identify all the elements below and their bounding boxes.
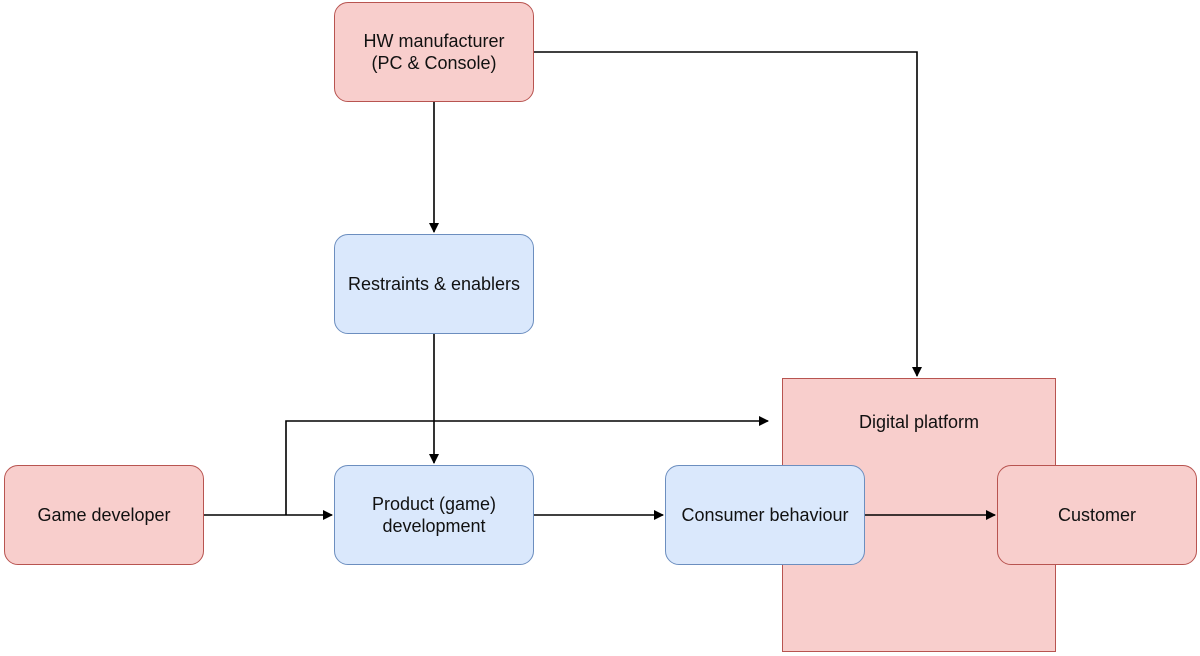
restraints-enablers-label: Restraints & enablers (347, 274, 521, 294)
hw-manufacturer-box: HW manufacturer (PC & Console) (334, 2, 534, 102)
product-development-label: Product (game) development (371, 494, 497, 536)
edge-hw-to-digital-platform (534, 51, 922, 377)
game-developer-box: Game developer (4, 465, 204, 565)
hw-manufacturer-label: HW manufacturer (PC & Console) (363, 31, 505, 73)
product-development-box: Product (game) development (334, 465, 534, 565)
game-developer-label: Game developer (37, 505, 171, 525)
restraints-enablers-box: Restraints & enablers (334, 234, 534, 334)
digital-platform-label: Digital platform (858, 412, 980, 432)
customer-box: Customer (997, 465, 1197, 565)
customer-label: Customer (1057, 505, 1137, 525)
consumer-behaviour-label: Consumer behaviour (681, 505, 849, 525)
consumer-behaviour-box: Consumer behaviour (665, 465, 865, 565)
edge-gamedev-to-digital-platform (285, 416, 769, 515)
